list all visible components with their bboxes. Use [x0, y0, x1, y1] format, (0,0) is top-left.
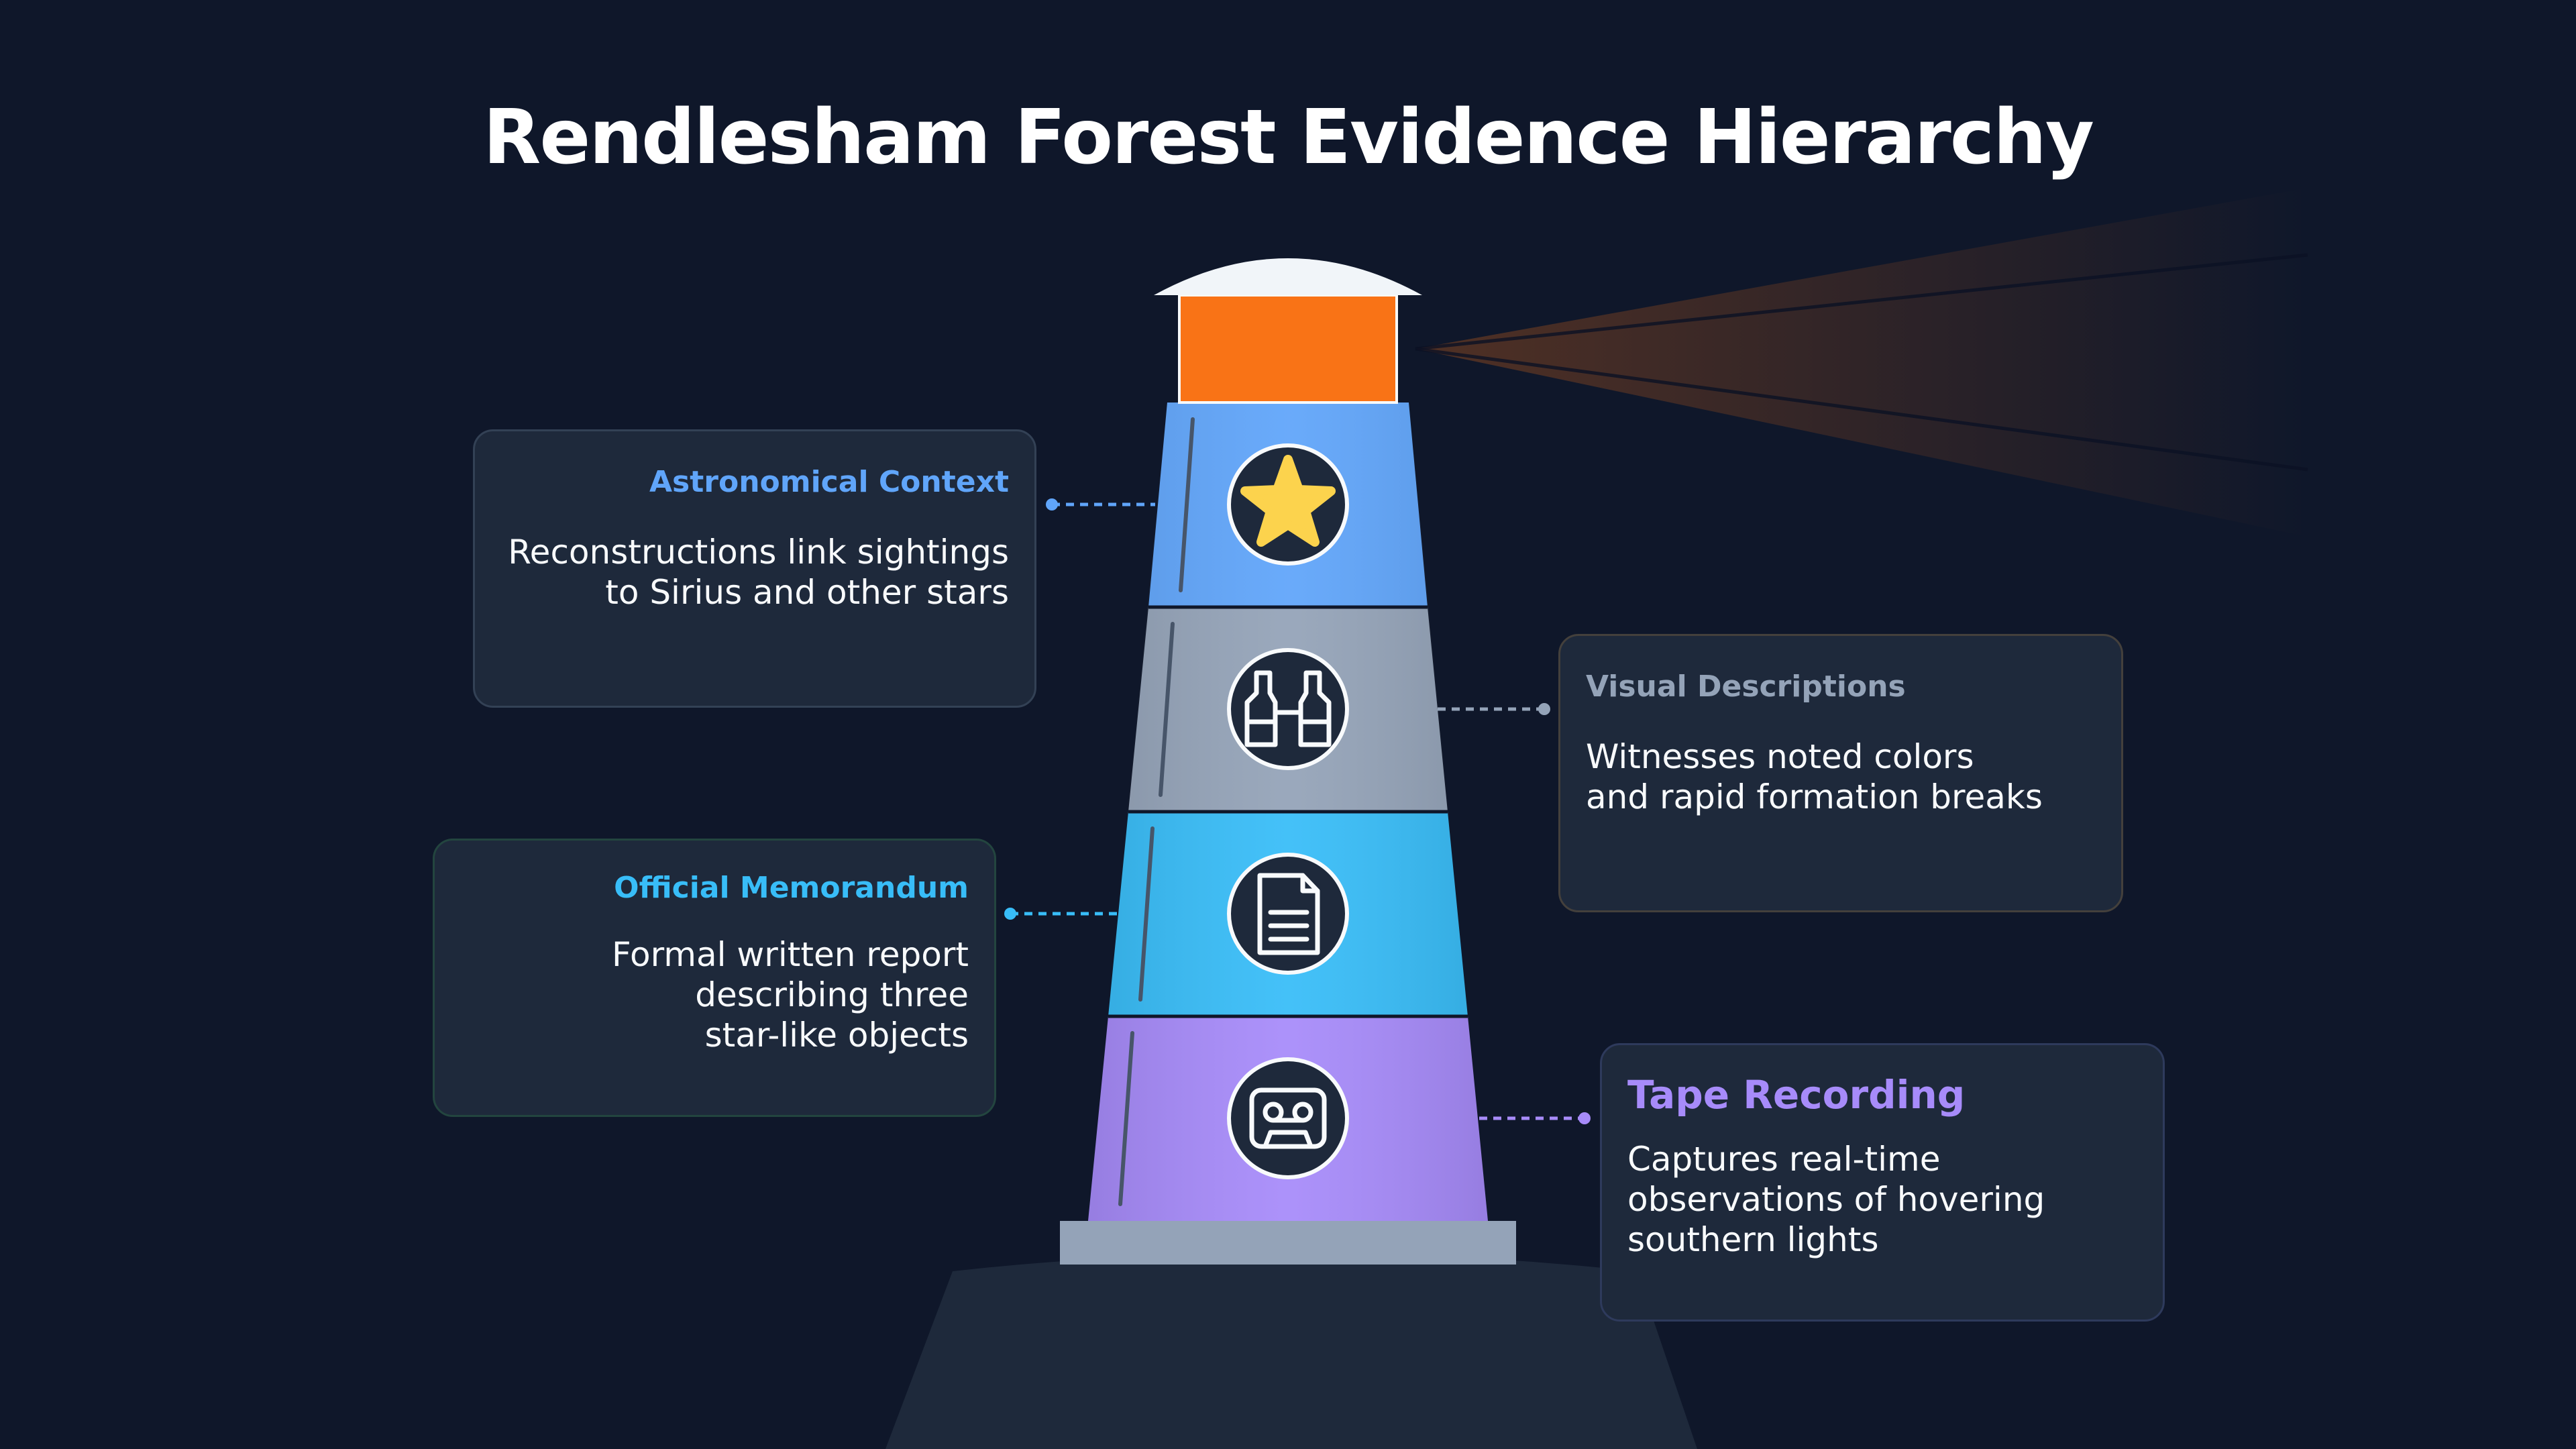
connector-visual [1438, 703, 1550, 715]
connector-tape [1479, 1112, 1591, 1124]
card-astronomical-context: Astronomical Context Reconstructions lin… [473, 429, 1036, 708]
tier-highlight [1159, 622, 1175, 797]
binoculars-icon [1227, 648, 1349, 770]
card-body: Captures real-time observations of hover… [1627, 1140, 2045, 1259]
star-icon [1227, 443, 1349, 566]
card-heading: Visual Descriptions [1586, 669, 1906, 704]
page-title: Rendlesham Forest Evidence Hierarchy [483, 94, 2094, 181]
card-heading: Official Memorandum [614, 871, 969, 905]
tier-highlight [1118, 1031, 1134, 1206]
light-beam [1415, 188, 2308, 537]
card-heading: Astronomical Context [649, 465, 1009, 499]
document-icon [1227, 853, 1349, 975]
card-tape-recording: Tape Recording Captures real-time observ… [1600, 1043, 2165, 1322]
light-beam-ray [1415, 253, 2308, 351]
connector-memo [1004, 908, 1118, 920]
lighthouse-cap [1154, 258, 1422, 295]
cassette-icon [1227, 1057, 1349, 1179]
card-body: Witnesses noted colors and rapid formati… [1586, 737, 2043, 816]
card-body: Reconstructions link sightings to Sirius… [508, 533, 1009, 612]
card-official-memorandum: Official Memorandum Formal written repor… [433, 839, 996, 1117]
lighthouse-base [1060, 1221, 1516, 1265]
card-body: Formal written report describing three s… [612, 935, 969, 1055]
tier-highlight [1179, 417, 1195, 592]
tier-highlight [1138, 826, 1155, 1002]
ground-hill [885, 1252, 1697, 1449]
card-heading: Tape Recording [1627, 1072, 1966, 1118]
connector-astronomical [1046, 498, 1155, 511]
light-beam-ray [1415, 347, 2308, 472]
lamp-room [1178, 294, 1398, 404]
card-visual-descriptions: Visual Descriptions Witnesses noted colo… [1558, 634, 2123, 912]
